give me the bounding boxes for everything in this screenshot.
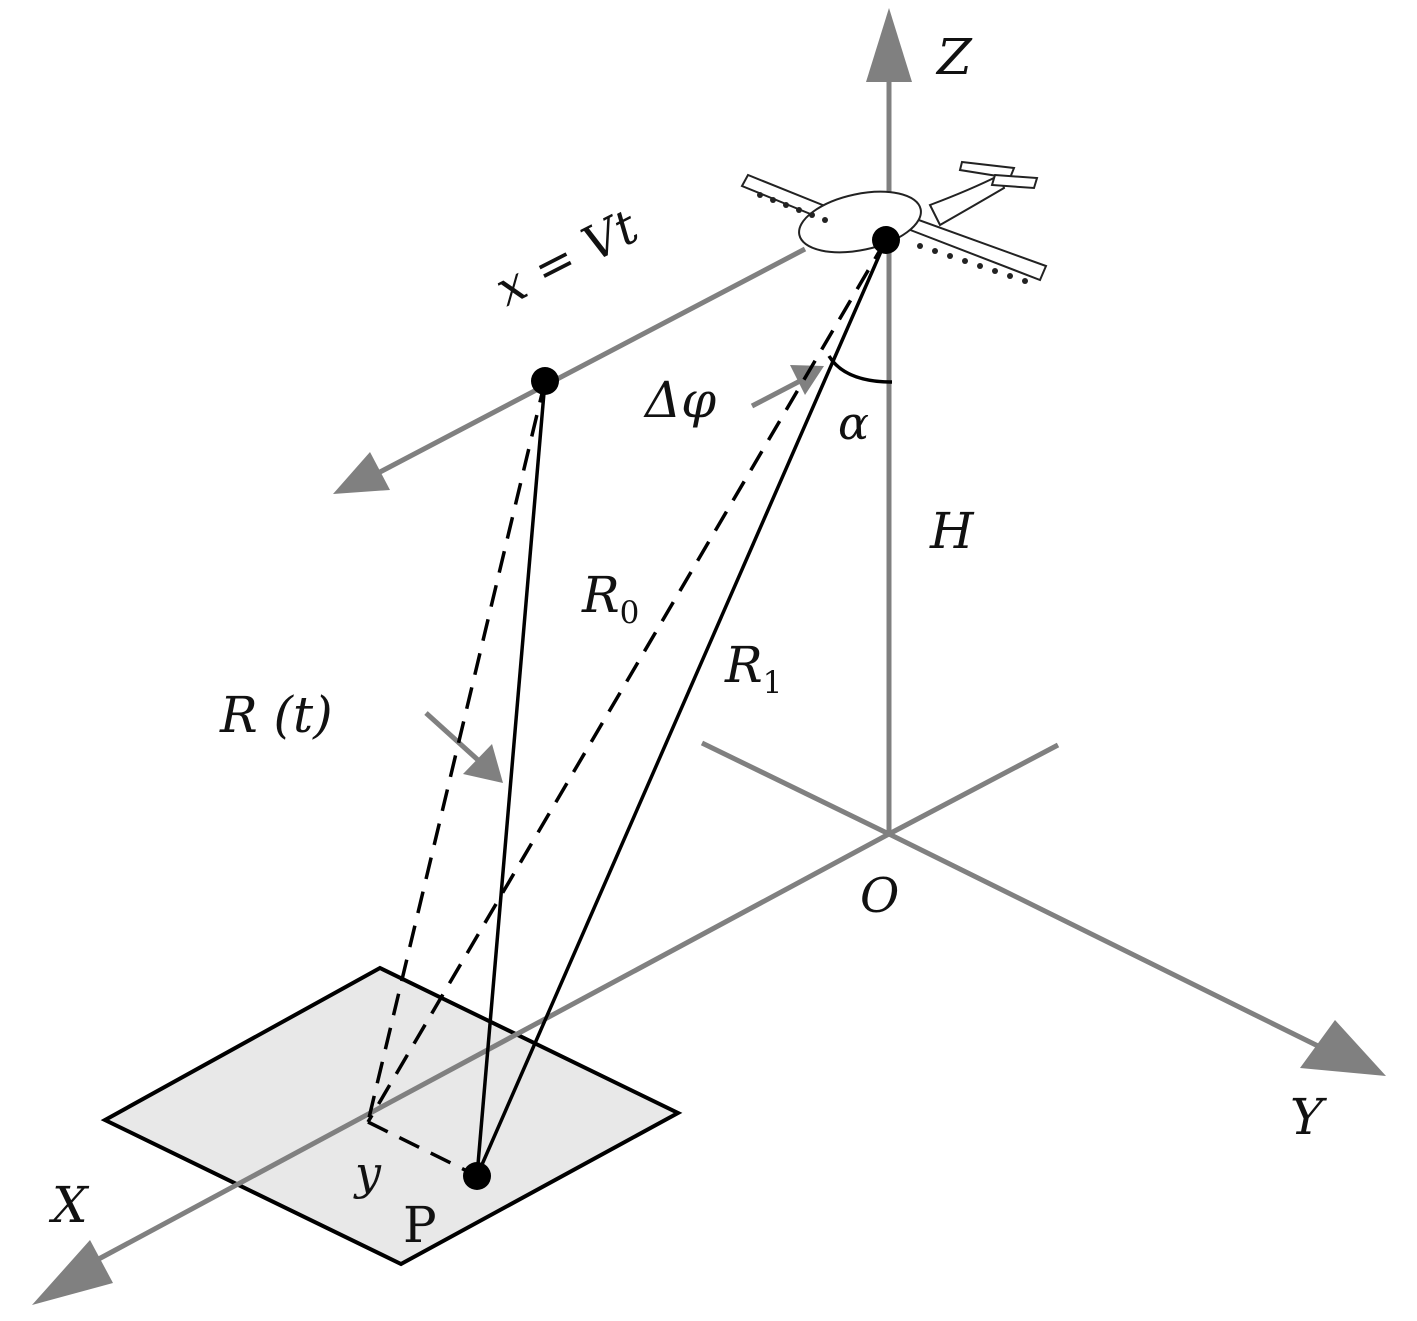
target-point-label: P: [403, 1196, 437, 1254]
r1-main: R: [725, 636, 763, 694]
delta-phi-label: Δφ: [645, 371, 717, 429]
geometry-lines: [366, 239, 893, 1178]
range-time-label: R (t): [220, 686, 333, 744]
y-axis-negative: [887, 742, 1060, 837]
y-axis-label: Y: [1290, 1088, 1324, 1146]
z-axis-label: Z: [937, 28, 972, 86]
airplane-tail-plane: [990, 173, 1039, 190]
r0-main: R: [582, 566, 620, 624]
x-axis-arrowhead: [32, 1240, 113, 1305]
target-point-dot: [463, 1162, 491, 1190]
y-offset-label: y: [355, 1146, 381, 1200]
coordinate-axes: [32, 8, 1386, 1305]
airplane-tail-boom: [928, 173, 1006, 227]
r0-subscript: 0: [619, 594, 640, 631]
range-r1-solid: [475, 239, 888, 1177]
delta-phi-pointer: [750, 378, 802, 409]
range-rt-solid: [475, 380, 547, 1177]
flight-track-arrowhead: [333, 452, 390, 494]
x-axis-label: X: [52, 1176, 88, 1234]
x-axis: [80, 831, 891, 1271]
y-axis: [887, 831, 1320, 1049]
track-position-dot: [531, 367, 559, 395]
airplane-icon: [740, 160, 1048, 284]
alpha-label: α: [838, 396, 870, 450]
ground-patch: [100, 965, 683, 1267]
range-r0-dashed: [366, 239, 888, 1123]
radar-position-dot: [872, 226, 900, 254]
delta-phi-arrowhead: [790, 365, 824, 395]
rt-arrowhead: [463, 744, 503, 783]
r1-subscript: 1: [762, 664, 783, 701]
x-axis-negative: [700, 740, 891, 837]
origin-label: O: [860, 868, 900, 924]
airplane-antenna-elements: [757, 192, 1028, 284]
y-axis-arrowhead: [1300, 1020, 1386, 1076]
rt-pointer: [424, 711, 480, 762]
alpha-arc: [827, 355, 893, 384]
r0-label: R0: [582, 570, 639, 629]
z-axis-arrowhead: [866, 8, 912, 82]
height-label: H: [930, 502, 974, 560]
range-rt-dashed: [366, 380, 547, 1123]
flight-track: [378, 246, 807, 475]
y-offset-dashed: [367, 1120, 478, 1178]
airplane-fuselage: [798, 190, 922, 254]
r1-label: R1: [725, 640, 782, 699]
